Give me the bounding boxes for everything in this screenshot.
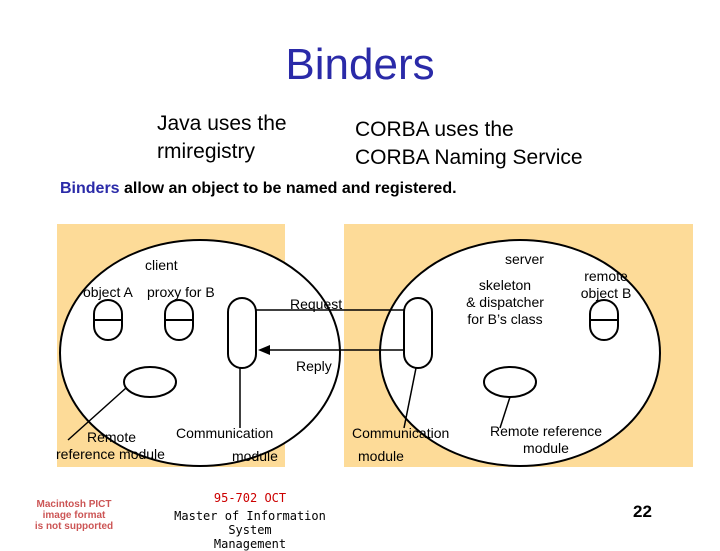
skeleton-line3: for B’s class	[467, 311, 543, 327]
client-label: client	[145, 257, 178, 273]
remote-object-b-label: remote object B	[568, 268, 644, 302]
program-line1: Master of Information System	[174, 509, 326, 537]
comm-left-line2: module	[232, 448, 278, 464]
client-communication-capsule	[227, 297, 257, 369]
pict-placeholder: Macintosh PICT image format is not suppo…	[28, 499, 120, 532]
object-a-label: object A	[83, 284, 133, 300]
java-note-line1: Java uses the	[157, 112, 287, 135]
server-communication-capsule	[403, 297, 433, 369]
pict-line3: is not supported	[34, 521, 114, 532]
reply-arrowhead	[258, 345, 270, 355]
course-code: 95-702 OCT	[213, 491, 287, 505]
remote-ref-left-line2: reference module	[56, 446, 165, 462]
remote-object-line2: object B	[580, 285, 632, 301]
leader-client-remote-ref	[67, 387, 127, 441]
skeleton-dispatcher-label: skeleton & dispatcher for B’s class	[450, 277, 560, 328]
page-number: 22	[633, 502, 652, 521]
binders-statement: Binders allow an object to be named and …	[60, 180, 457, 198]
skeleton-line1: skeleton	[478, 277, 532, 293]
remote-ref-right-line2: module	[523, 440, 569, 456]
request-label: Request	[290, 296, 343, 312]
client-remote-reference-ellipse	[123, 366, 177, 398]
leader-server-remote-ref	[499, 396, 511, 429]
pict-line1: Macintosh PICT	[36, 499, 112, 510]
comm-right-line2: module	[358, 448, 404, 464]
comm-right-line1: Communication	[352, 425, 450, 441]
client-process-ellipse	[59, 239, 341, 467]
remote-ref-right-line1: Remote reference	[489, 423, 603, 439]
program-name: Master of Information System Management	[150, 509, 350, 551]
remote-ref-right-label: Remote reference module	[478, 423, 614, 457]
binders-keyword: Binders	[60, 180, 120, 197]
corba-note-line1: CORBA uses the	[355, 118, 514, 141]
comm-left-line1: Communication	[176, 425, 274, 441]
program-line2: Management	[213, 537, 287, 551]
server-process-ellipse	[379, 239, 661, 467]
corba-note-line2: CORBA Naming Service	[355, 146, 583, 169]
leader-server-comm	[403, 367, 417, 429]
remote-object-line1: remote	[584, 268, 628, 284]
java-note: Java uses the rmiregistry	[157, 110, 357, 166]
slide-title: Binders	[285, 40, 435, 89]
reply-label: Reply	[296, 358, 332, 374]
skeleton-line2: & dispatcher	[466, 294, 544, 310]
proxy-b-label: proxy for B	[147, 284, 215, 300]
binders-description: allow an object to be named and register…	[119, 180, 457, 197]
server-label: server	[505, 251, 544, 267]
server-remote-reference-ellipse	[483, 366, 537, 398]
pict-line2: image format	[42, 510, 106, 521]
remote-ref-left-line1: Remote	[87, 429, 137, 445]
java-note-line2: rmiregistry	[157, 140, 255, 163]
corba-note: CORBA uses the CORBA Naming Service	[355, 116, 655, 172]
